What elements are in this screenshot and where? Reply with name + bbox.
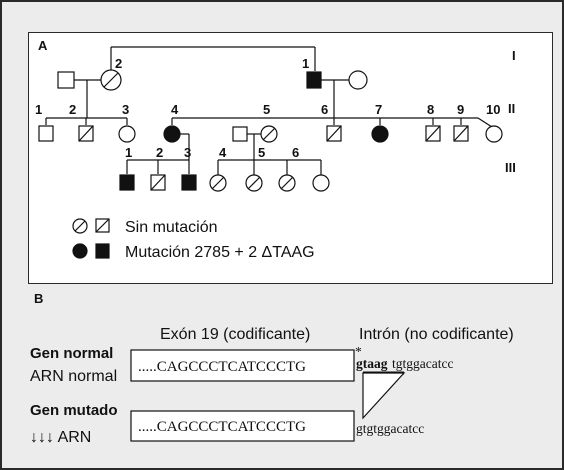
gen2-id-7: 7 [375, 102, 382, 117]
mutated-rna-label: ↓↓↓ ARN [30, 429, 91, 446]
normal-exon-sequence: .....CAGCCCTCATCCCTG [138, 359, 306, 375]
gen1-id-1: 1 [302, 56, 309, 71]
gen2-id-10: 10 [486, 102, 500, 117]
pedigree-lines [45, 46, 493, 175]
gen3-id-1: 1 [125, 145, 132, 160]
gen2-id-5: 5 [263, 102, 270, 117]
gen3-id-6: 6 [292, 145, 299, 160]
legend-no-mutation-label: Sin mutación [125, 219, 218, 236]
panel-a-label: A [38, 38, 48, 53]
exon-header: Exón 19 (codificante) [160, 326, 310, 343]
pedigree-male-mutation [119, 174, 135, 191]
normal-asterisk: * [355, 344, 362, 359]
gen2-id-1: 1 [35, 102, 42, 117]
pedigree-female-mutation [371, 125, 389, 143]
pedigree-female-mutation [163, 125, 181, 143]
normal-gene-label: Gen normal [30, 345, 113, 362]
gen3-id-4: 4 [219, 145, 227, 160]
intron-header: Intrón (no codificante) [359, 326, 514, 343]
gen2-id-8: 8 [427, 102, 434, 117]
pedigree-male-mutation [306, 71, 322, 89]
mutated-intron-sequence: gtgtggacatcc [356, 421, 424, 436]
gen2-id-9: 9 [457, 102, 464, 117]
pedigree-female [348, 70, 368, 90]
mutated-gene-label: Gen mutado [30, 402, 118, 419]
pedigree-female [485, 125, 503, 143]
pedigree-male-mutation [181, 174, 197, 191]
legend-male-mutation-icon [95, 243, 110, 259]
gen2-id-2: 2 [69, 102, 76, 117]
deletion-triangle [362, 372, 406, 420]
gen2-id-3: 3 [122, 102, 129, 117]
normal-exon-box [130, 349, 355, 382]
gen3-id-5: 5 [258, 145, 265, 160]
pedigree-male [57, 71, 75, 89]
gen2-id-6: 6 [321, 102, 328, 117]
generation-label-3: III [505, 160, 516, 175]
mutated-exon-sequence: .....CAGCCCTCATCCCTG [138, 419, 306, 435]
normal-rna-label: ARN normal [30, 368, 117, 385]
pedigree-female [118, 125, 136, 143]
gen3-id-3: 3 [184, 145, 191, 160]
pedigree-male [232, 126, 248, 142]
gen1-id-2: 2 [115, 56, 122, 71]
gen3-id-2: 2 [156, 145, 163, 160]
gen2-id-4: 4 [171, 102, 179, 117]
normal-intron-deleted: gtaag [356, 356, 388, 371]
mutated-exon-box [130, 410, 355, 442]
legend-female-mutation-icon [72, 243, 88, 259]
legend-mutation-label: Mutación 2785 + 2 ΔTAAG [125, 244, 315, 261]
generation-label-2: II [508, 101, 515, 116]
normal-intron-rest: tgtggacatcc [392, 356, 453, 371]
generation-label-1: I [512, 48, 516, 63]
pedigree-male [38, 125, 54, 142]
pedigree-legend: Sin mutación Mutación 2785 + 2 ΔTAAG [72, 218, 315, 261]
pedigree-female [312, 174, 330, 192]
panel-b-label: B [34, 291, 43, 306]
